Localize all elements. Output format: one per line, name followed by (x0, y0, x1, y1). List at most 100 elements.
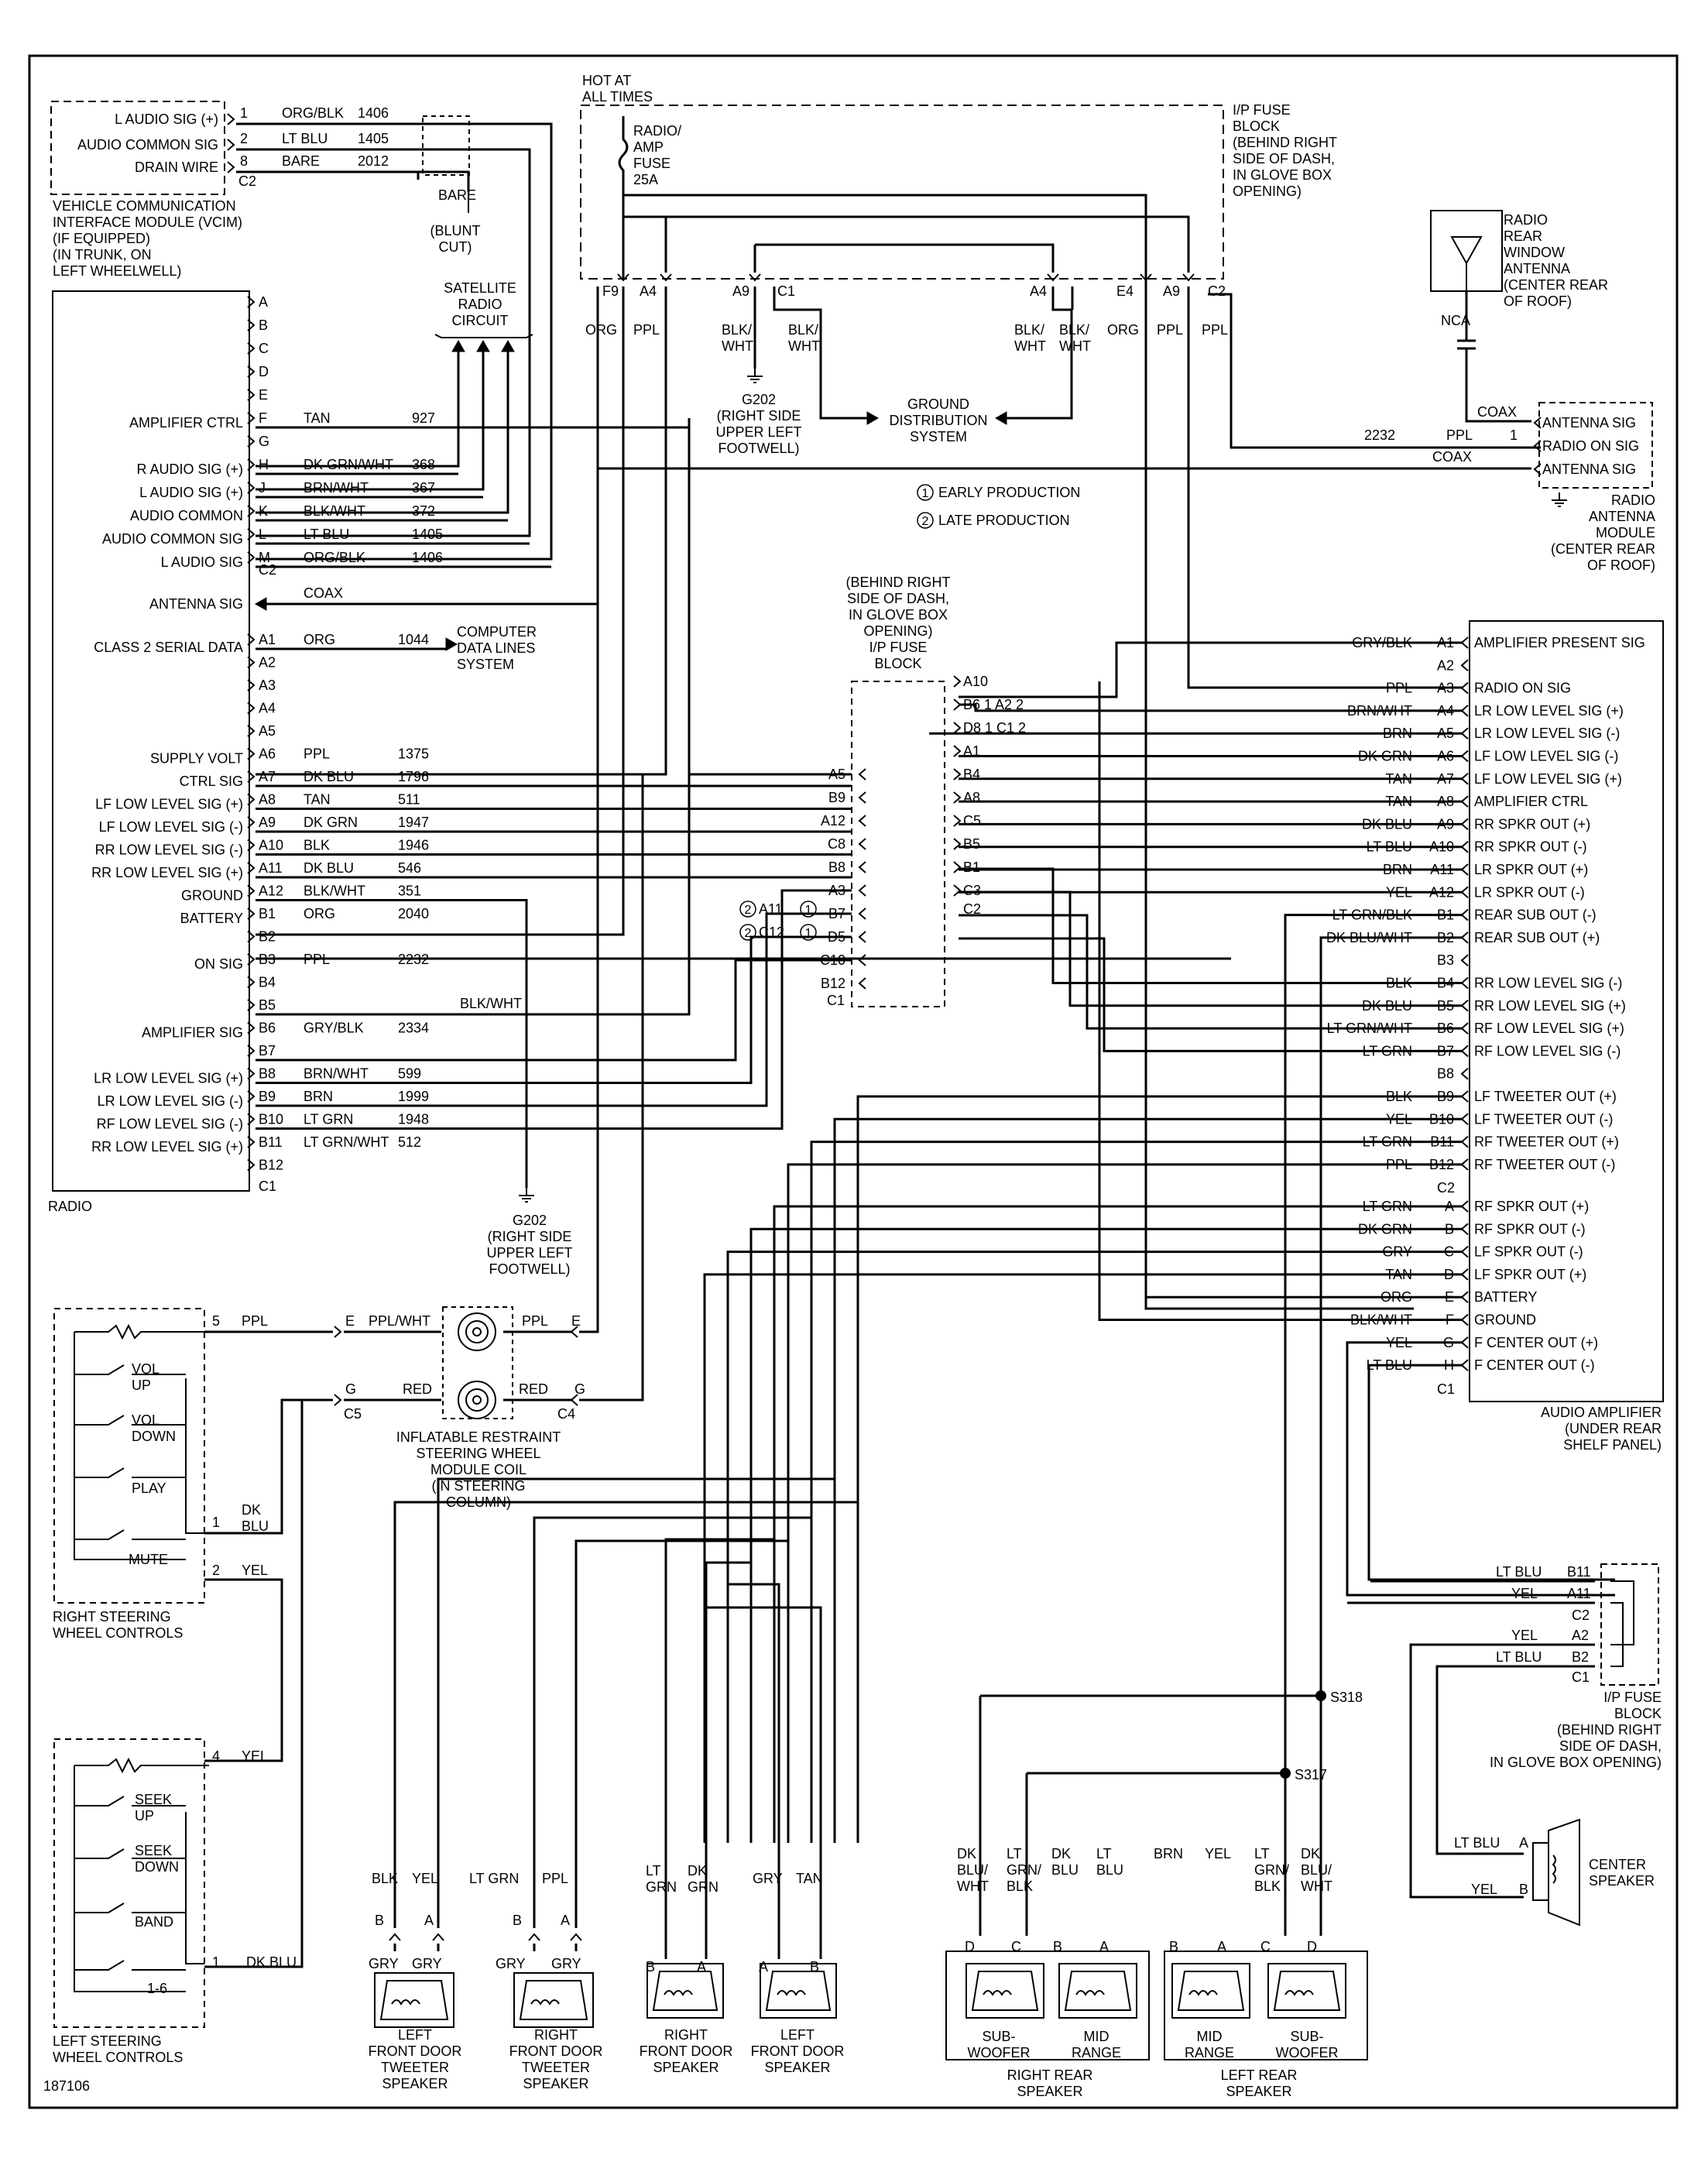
amp-pin: G (1443, 1335, 1454, 1350)
antenna-module-pin: RADIO ON SIG (1542, 438, 1639, 454)
wire-color: BRN (1154, 1846, 1183, 1861)
radio-pin-name: BATTERY (180, 911, 243, 926)
radio-pin-name: LF LOW LEVEL SIG (-) (99, 819, 243, 835)
wire-color: DK GRN (304, 815, 358, 830)
antenna-module-title: (CENTER REAR (1551, 541, 1655, 557)
connector (1460, 840, 1469, 853)
wire (1347, 1580, 1595, 1899)
ip-fuse-mid-title: OPENING) (863, 623, 932, 639)
radio-pin: B6 (259, 1021, 276, 1036)
wire-color: BLK (1386, 1089, 1412, 1104)
connector (858, 884, 866, 897)
connector (247, 839, 256, 852)
radio-pin-name: AMPLIFIER SIG (142, 1025, 243, 1041)
connector (247, 1113, 256, 1126)
wire (959, 867, 1463, 984)
connector (247, 528, 256, 540)
clockspring (458, 1381, 496, 1419)
wire (810, 1141, 1463, 1843)
pin: 1 (1510, 427, 1518, 443)
connector (858, 908, 866, 920)
swc-item: SEEK (135, 1843, 172, 1858)
rear-speaker-box (1164, 1951, 1368, 2060)
computer-data: DATA LINES (457, 640, 535, 656)
fuse-pin: B8 (828, 859, 845, 875)
amp-pin: C (1444, 1244, 1454, 1260)
wire-color: GRN/ (1254, 1862, 1289, 1878)
radio-pin-name: AUDIO COMMON SIG (102, 531, 243, 547)
wire-color: ORG (304, 906, 335, 921)
antenna-module-box (1538, 402, 1653, 489)
amp-pin-name: LR SPKR OUT (+) (1474, 862, 1588, 877)
connector (1460, 976, 1469, 990)
wire-color: DK BLU (304, 769, 354, 784)
circuit-number: 511 (398, 792, 420, 808)
speaker-box (374, 1972, 454, 2028)
shield (422, 115, 470, 176)
radio-pin-name: L AUDIO SIG (161, 554, 243, 570)
blunt-cut: CUT) (439, 239, 472, 255)
circuit-number: 1405 (358, 131, 389, 146)
connector (1460, 773, 1469, 785)
circuit-number: 2334 (398, 1021, 429, 1036)
wire (1273, 1971, 1341, 2011)
pin: 4 (212, 1748, 220, 1764)
ip-fuse-top-title: IN GLOVE BOX (1233, 167, 1332, 183)
connector-id: C2 (238, 173, 256, 189)
vcim-pin: 2 (240, 131, 248, 146)
connector (528, 1933, 540, 1941)
amp-pin-name: LR LOW LEVEL SIG (-) (1474, 726, 1620, 741)
right-swc-box (53, 1308, 205, 1604)
wire-color: PPL/WHT (369, 1313, 430, 1329)
connector (227, 113, 235, 125)
wire (256, 899, 528, 1188)
amp-pin: B8 (1437, 1066, 1454, 1082)
amp-pin-name: LF LOW LEVEL SIG (-) (1474, 749, 1618, 764)
connector (617, 273, 629, 282)
connector (1460, 750, 1469, 763)
wire (1367, 1364, 1615, 1581)
amp-pin-name: RADIO ON SIG (1474, 681, 1571, 696)
wire-color: YEL (1511, 1628, 1538, 1643)
connector (247, 679, 256, 691)
wire-color: GRN/ (1007, 1862, 1041, 1878)
speaker-box (1267, 1963, 1346, 2019)
wire (256, 286, 667, 776)
fuse-pin: B2 (1572, 1649, 1589, 1665)
wire (236, 122, 553, 561)
connector (1460, 1200, 1469, 1213)
wire (1284, 1990, 1314, 1996)
coil-title: (IN STEERING (431, 1478, 525, 1494)
wire-color: LT GRN (469, 1871, 519, 1886)
connector (570, 1326, 578, 1338)
ip-fuse-mid-title: SIDE OF DASH, (847, 591, 949, 606)
vcim-title: LEFT WHEELWELL) (53, 263, 181, 279)
circuit-number: 1999 (398, 1089, 429, 1104)
wire-color: GRY (369, 1956, 399, 1971)
computer-data: SYSTEM (457, 657, 514, 672)
connector-id: C1 (1572, 1669, 1590, 1685)
wire-color: LT (1096, 1846, 1112, 1861)
wire (1188, 1990, 1218, 1996)
antenna-module-title: MODULE (1596, 525, 1655, 540)
wire-color: TAN (796, 1871, 823, 1886)
radio-pin: A3 (259, 678, 276, 693)
ip-fuse-top-title: SIDE OF DASH, (1233, 151, 1335, 166)
fuse-pin: B12 (821, 976, 845, 991)
connector (858, 768, 866, 781)
speaker-title: SPEAKER (1017, 2084, 1082, 2099)
note-circle (739, 924, 756, 941)
connector (1460, 1000, 1469, 1012)
wire-color: TAN (1385, 1267, 1412, 1282)
note-number: 2 (922, 515, 929, 528)
speaker-sub: WOOFER (1276, 2045, 1339, 2060)
wire-color: TAN (304, 410, 331, 426)
hot-at: ALL TIMES (582, 89, 653, 105)
radio-pin-name: CTRL SIG (180, 774, 243, 789)
connector (1460, 1245, 1469, 1258)
amp-pin-name: REAR SUB OUT (-) (1474, 908, 1597, 923)
wire-color: PPL (1446, 427, 1473, 443)
pin: B (375, 1913, 384, 1928)
antenna-module-title: RADIO (1611, 492, 1655, 508)
amp-pin: B1 (1437, 908, 1454, 923)
